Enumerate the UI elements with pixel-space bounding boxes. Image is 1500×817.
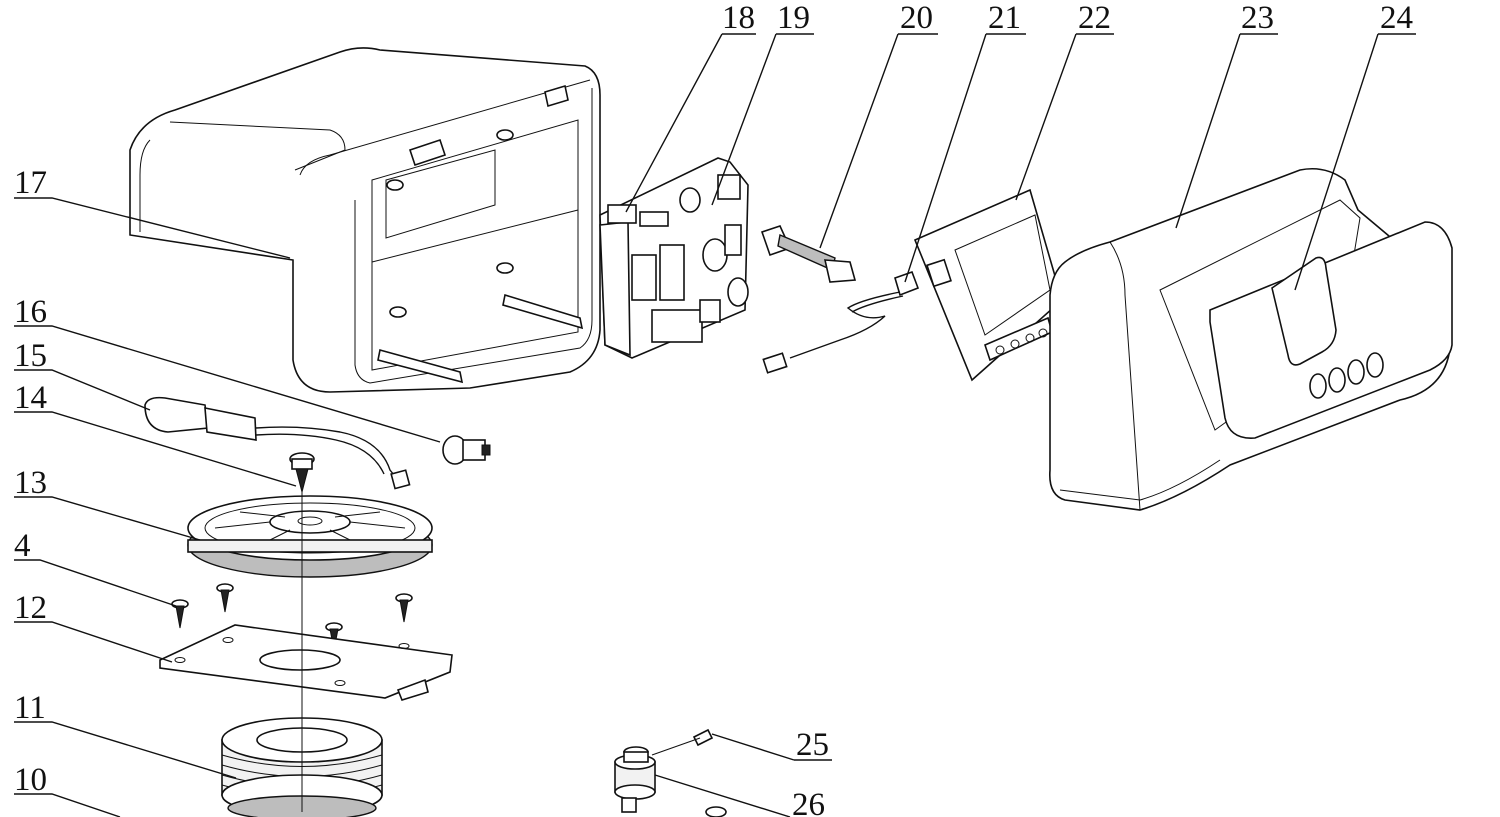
callout-16: 16 <box>14 294 47 330</box>
callout-21: 21 <box>988 0 1021 36</box>
part-22-display-pcb <box>913 188 1063 382</box>
part-15-sensor <box>144 396 411 490</box>
callout-26: 26 <box>792 787 825 817</box>
callout-24: 24 <box>1380 0 1413 36</box>
callout-25: 25 <box>796 727 829 763</box>
callout-11: 11 <box>14 690 46 726</box>
part-13-gear <box>187 495 433 578</box>
callout-17: 17 <box>14 165 47 201</box>
callout-14: 14 <box>14 380 47 416</box>
callout-12: 12 <box>14 590 47 626</box>
part-25-pin <box>692 728 714 747</box>
part-20-ribbon-cable <box>760 225 857 283</box>
callout-20: 20 <box>900 0 933 36</box>
callout-labels: 18 19 20 21 22 23 24 17 16 15 14 13 4 12… <box>14 0 1413 817</box>
part-12-plate <box>159 624 453 701</box>
callout-18: 18 <box>722 0 755 36</box>
part-26-small-gear <box>614 746 727 817</box>
part-16-connector <box>442 435 491 465</box>
callout-19: 19 <box>777 0 810 36</box>
part-18-19-circuit-board <box>599 157 749 359</box>
callout-4: 4 <box>14 528 31 564</box>
callout-22: 22 <box>1078 0 1111 36</box>
callout-15: 15 <box>14 338 47 374</box>
part-23-front-housing <box>1048 167 1453 511</box>
part-14-screw <box>289 452 315 494</box>
part-21-cable <box>762 270 920 374</box>
part-17-back-housing <box>129 47 601 393</box>
assembly-axis-line-2 <box>651 737 701 756</box>
callout-10: 10 <box>14 762 47 798</box>
callout-23: 23 <box>1241 0 1274 36</box>
callout-13: 13 <box>14 465 47 501</box>
leader-lines <box>14 33 1416 817</box>
